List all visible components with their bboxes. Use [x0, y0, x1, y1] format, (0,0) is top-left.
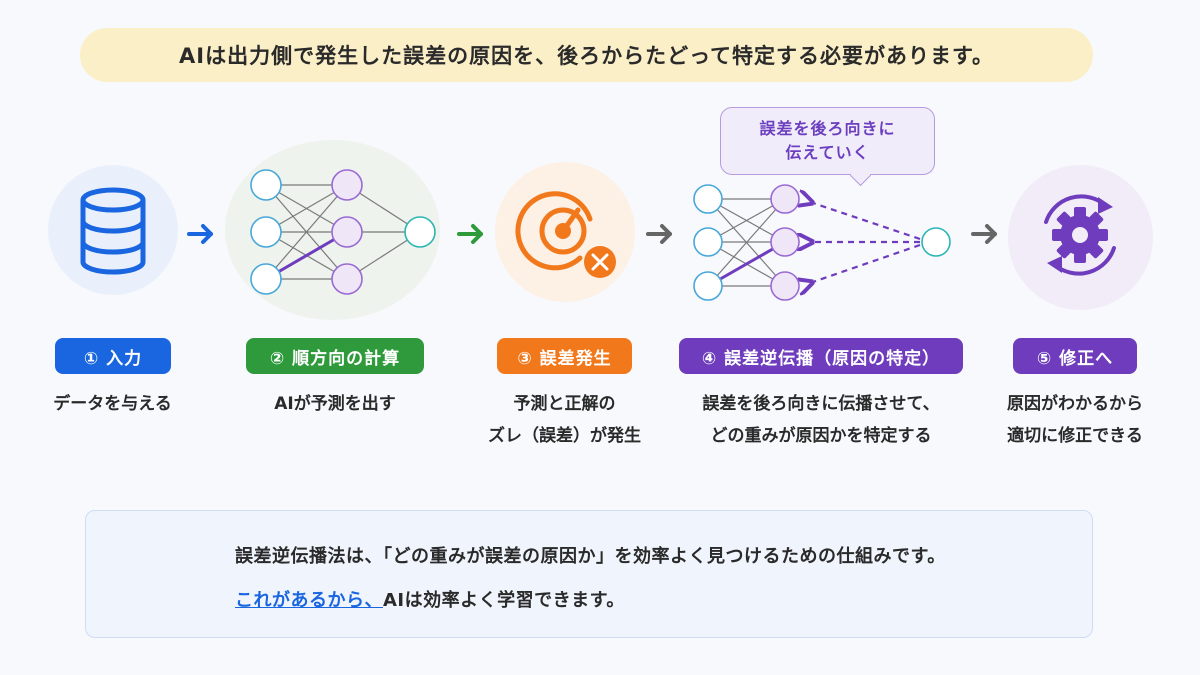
step2-label: ② 順方向の計算	[246, 338, 424, 374]
flow-arrow-2	[457, 224, 483, 244]
summary-box	[85, 510, 1093, 638]
step5-desc-line2: 適切に修正できる	[1007, 426, 1143, 446]
step4-label: ④ 誤差逆伝播（原因の特定）	[679, 338, 963, 374]
step1-label: ① 入力	[55, 338, 171, 374]
step3-desc-line1: 予測と正解の	[513, 394, 616, 414]
step1-description: データを与える	[20, 388, 205, 420]
step3-label: ③ 誤差発生	[497, 338, 632, 374]
database-icon	[80, 187, 146, 275]
step4-description: 誤差を後ろ向きに伝播させて、 どの重みが原因かを特定する	[676, 388, 966, 452]
step1-label-text: ① 入力	[83, 348, 143, 369]
step5-label-text: ⑤ 修正へ	[1036, 348, 1114, 369]
summary-line2-rest: AIは効率よく学習できます。	[383, 590, 625, 611]
step4-desc-line2: どの重みが原因かを特定する	[710, 426, 932, 446]
step2-desc-line1: AIが予測を出す	[274, 394, 396, 414]
step3-desc-line2: ズレ（誤差）が発生	[488, 426, 641, 446]
flow-arrow-3	[646, 224, 672, 244]
summary-text: 誤差逆伝播法は、「どの重みが誤差の原因か」を効率よく見つけるための仕組みです。 …	[235, 535, 946, 623]
step5-label: ⑤ 修正へ	[1013, 338, 1137, 374]
backprop-callout: 誤差を後ろ向きに 伝えていく	[720, 107, 935, 175]
step3-description: 予測と正解の ズレ（誤差）が発生	[462, 388, 667, 452]
summary-line2: これがあるから、AIは効率よく学習できます。	[235, 579, 946, 623]
step2-label-text: ② 順方向の計算	[269, 348, 401, 369]
flow-arrow-4	[971, 224, 997, 244]
step5-desc-line1: 原因がわかるから	[1007, 394, 1143, 414]
header-banner: AIは出力側で発生した誤差の原因を、後ろからたどって特定する必要があります。	[80, 28, 1093, 82]
step4-desc-line1: 誤差を後ろ向きに伝播させて、	[702, 394, 940, 414]
flow-arrow-1	[187, 224, 213, 244]
target-miss-icon	[515, 191, 616, 278]
step4-label-text: ④ 誤差逆伝播（原因の特定）	[701, 348, 941, 369]
step1-desc-line1: データを与える	[53, 394, 172, 414]
summary-link[interactable]: これがあるから、	[235, 590, 383, 611]
callout-line1: 誤差を後ろ向きに	[759, 119, 896, 138]
step5-description: 原因がわかるから 適切に修正できる	[985, 388, 1165, 452]
gear-cycle-icon	[1044, 194, 1116, 276]
backprop-network-icon	[693, 184, 951, 301]
step3-label-text: ③ 誤差発生	[517, 348, 612, 369]
neural-network-icon	[250, 169, 436, 295]
banner-text: AIは出力側で発生した誤差の原因を、後ろからたどって特定する必要があります。	[179, 44, 994, 68]
callout-line2: 伝えていく	[785, 143, 870, 162]
summary-line1: 誤差逆伝播法は、「どの重みが誤差の原因か」を効率よく見つけるための仕組みです。	[235, 546, 946, 567]
step2-description: AIが予測を出す	[235, 388, 435, 420]
